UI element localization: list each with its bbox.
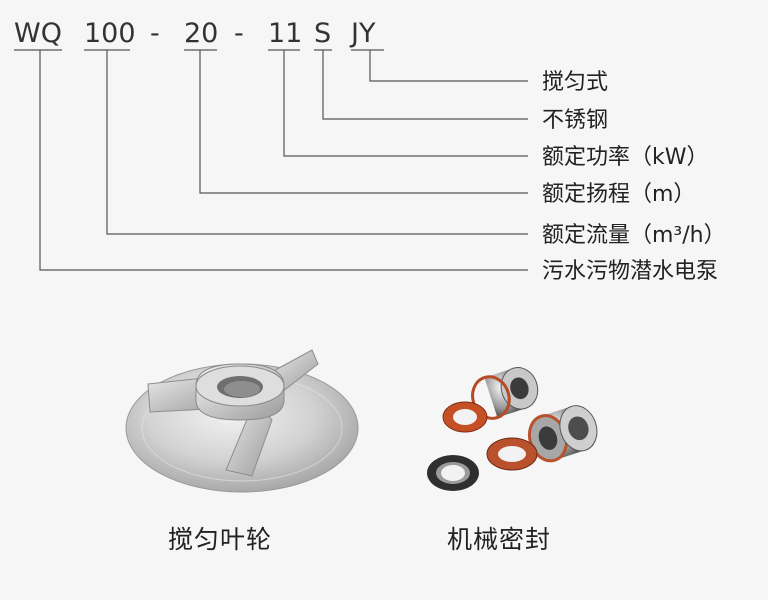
code-seg-wq: WQ [14,18,62,49]
code-seg-100: 100 [84,18,136,49]
label-rated-power: 额定功率（kW） [542,145,709,170]
code-seg-dash-1: - [150,18,160,49]
leader-jy [369,50,528,82]
caption-impeller: 搅匀叶轮 [168,525,273,554]
seal-top [471,367,539,420]
leader-20 [199,50,528,194]
code-seg-dash-2: - [234,18,244,49]
leader-100 [106,50,528,235]
label-stainless-steel: 不锈钢 [542,108,608,133]
leader-wq [39,50,528,271]
code-seg-s: S [314,18,331,49]
leader-lines [39,50,528,271]
mechanical-seals-image [427,367,598,491]
leader-s [322,50,528,120]
model-code: WQ 100 - 20 - 11 S JY [14,18,376,49]
caption-mechanical-seal: 机械密封 [447,525,552,554]
code-seg-jy: JY [349,18,376,49]
leader-11 [283,50,528,157]
impeller-image [125,349,359,493]
code-seg-11: 11 [268,18,302,49]
label-rated-flow: 额定流量（m³/h） [542,223,726,248]
code-seg-20: 20 [184,18,218,49]
label-rated-head: 额定扬程（m） [542,182,695,207]
annotation-labels: 搅匀式 不锈钢 额定功率（kW） 额定扬程（m） 额定流量（m³/h） 污水污物… [542,70,726,284]
label-stirring-type: 搅匀式 [542,70,608,95]
label-sewage-pump: 污水污物潜水电泵 [542,259,718,284]
